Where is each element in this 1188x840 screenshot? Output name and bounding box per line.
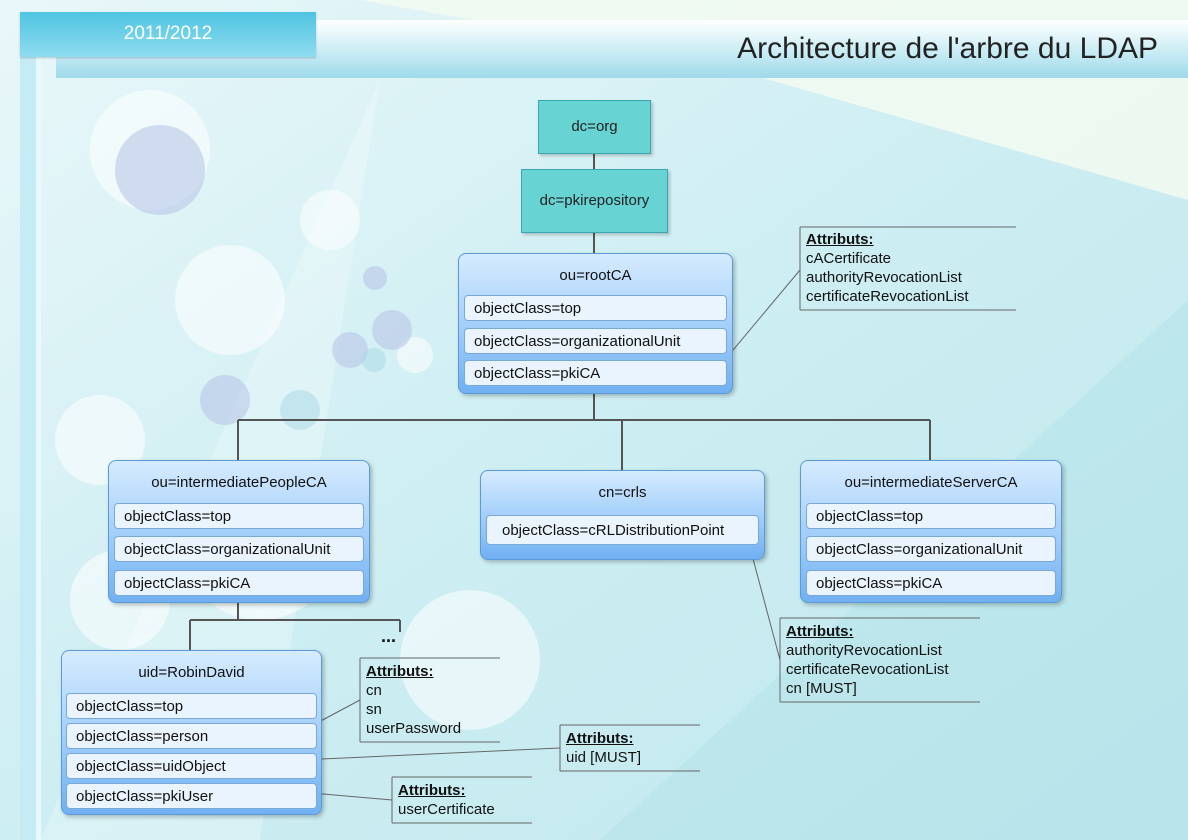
object-class-top: objectClass=top [66, 693, 317, 719]
page-title: Architecture de l'arbre du LDAP [737, 32, 1158, 65]
attribute-item: certificateRevocationList [806, 288, 969, 305]
object-class-pkica: objectClass=pkiCA [114, 570, 364, 596]
attributes-callout-rootca: Attributs: cACertificate authorityRevoca… [806, 230, 969, 306]
attributes-heading: Attributs: [806, 231, 874, 248]
attribute-item: sn [366, 701, 382, 718]
object-class-organizationalunit: objectClass=organizationalUnit [114, 536, 364, 562]
attribute-item: cn [MUST] [786, 680, 857, 697]
node-intermediate-people-ca[interactable]: ou=intermediatePeopleCA objectClass=top … [108, 460, 370, 603]
attribute-item: userCertificate [398, 801, 495, 818]
node-crls-title: cn=crls [598, 484, 647, 501]
decorative-left-bar [20, 57, 36, 840]
attribute-item: userPassword [366, 720, 462, 737]
node-user-title: uid=RobinDavid [138, 664, 245, 681]
attributes-heading: Attributs: [366, 663, 434, 680]
attribute-item: certificateRevocationList [786, 661, 949, 678]
more-children-ellipsis: ... [381, 626, 397, 646]
node-uid-robindavid[interactable]: uid=RobinDavid objectClass=top objectCla… [61, 650, 322, 815]
node-dc-org[interactable]: dc=org [538, 100, 651, 154]
node-rootca[interactable]: ou=rootCA objectClass=top objectClass=or… [458, 253, 733, 394]
object-class-top: objectClass=top [806, 503, 1056, 529]
node-people-title: ou=intermediatePeopleCA [151, 474, 327, 491]
object-class-person: objectClass=person [66, 723, 317, 749]
attributes-heading: Attributs: [566, 730, 634, 747]
attributes-heading: Attributs: [786, 623, 854, 640]
object-class-crldistributionpoint: objectClass=cRLDistributionPoint [486, 515, 759, 545]
node-server-title: ou=intermediateServerCA [844, 474, 1018, 491]
attribute-item: cACertificate [806, 250, 892, 267]
year-tab: 2011/2012 [20, 12, 316, 57]
object-class-top: objectClass=top [114, 503, 364, 529]
attribute-item: authorityRevocationList [786, 642, 942, 659]
attribute-item: cn [366, 682, 382, 699]
node-intermediate-server-ca[interactable]: ou=intermediateServerCA objectClass=top … [800, 460, 1062, 603]
attributes-callout-crls: Attributs: authorityRevocationList certi… [786, 622, 949, 698]
node-rootca-title: ou=rootCA [559, 267, 632, 284]
object-class-organizationalunit: objectClass=organizationalUnit [806, 536, 1056, 562]
attributes-callout-uidobject: Attributs: uid [MUST] [566, 729, 641, 767]
node-crls[interactable]: cn=crls objectClass=cRLDistributionPoint [480, 470, 765, 560]
object-class-pkiuser: objectClass=pkiUser [66, 783, 317, 809]
object-class-organizationalunit: objectClass=organizationalUnit [464, 328, 727, 354]
attributes-callout-person: Attributs: cn sn userPassword [366, 662, 461, 738]
object-class-uidobject: objectClass=uidObject [66, 753, 317, 779]
decorative-left-bar-highlight [36, 57, 41, 840]
attribute-item: authorityRevocationList [806, 269, 962, 286]
attributes-callout-pkiuser: Attributs: userCertificate [398, 781, 495, 819]
object-class-pkica: objectClass=pkiCA [806, 570, 1056, 596]
node-dc-pkirepository[interactable]: dc=pkirepository [521, 169, 668, 233]
attributes-heading: Attributs: [398, 782, 466, 799]
object-class-pkica: objectClass=pkiCA [464, 360, 727, 386]
object-class-top: objectClass=top [464, 295, 727, 321]
attribute-item: uid [MUST] [566, 749, 642, 766]
